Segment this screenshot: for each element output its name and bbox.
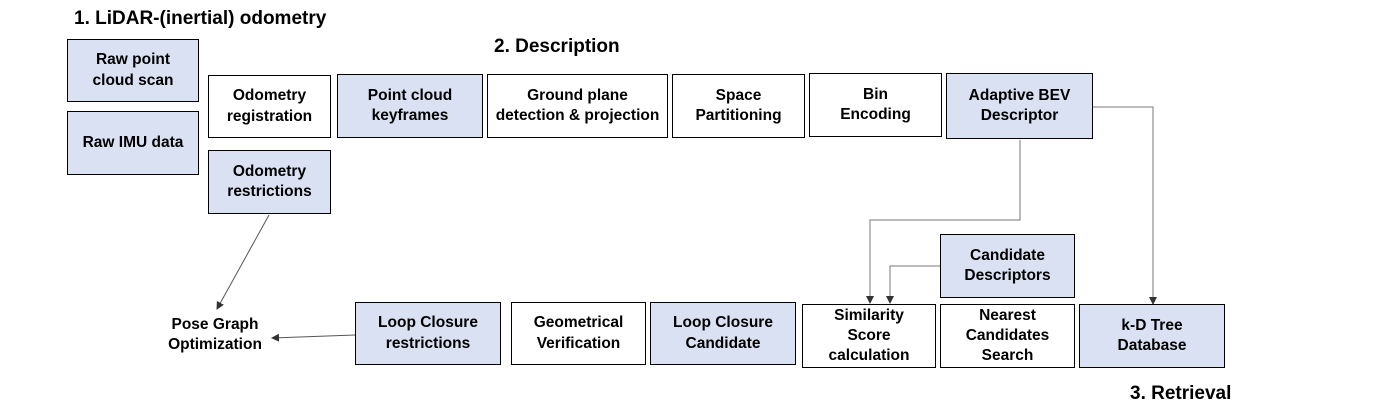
edge-candidates-to-similarity — [886, 265, 940, 304]
loop-closure-candidate-box: Loop Closure Candidate — [650, 302, 796, 365]
nearest-candidates-box: Nearest Candidates Search — [940, 304, 1075, 368]
space-partitioning-box: Space Partitioning — [672, 74, 805, 138]
odometry-registration-box: Odometry registration — [208, 75, 331, 138]
loop-closure-restrictions-box: Loop Closure restrictions — [355, 302, 501, 365]
bin-encoding-box: Bin Encoding — [809, 73, 942, 137]
odometry-restrictions-box: Odometry restrictions — [208, 150, 331, 214]
section-title-retrieval: 3. Retrieval — [1130, 383, 1232, 404]
candidate-descriptors-box: Candidate Descriptors — [940, 234, 1075, 298]
section-title-description: 2. Description — [494, 36, 620, 57]
kd-tree-database-box: k-D Tree Database — [1079, 304, 1225, 368]
edge-odometry-to-pose-graph — [216, 214, 270, 310]
edge-bev-to-kdtree — [1093, 106, 1157, 305]
raw-point-cloud-scan-box: Raw point cloud scan — [67, 39, 199, 102]
pose-graph-optimization-label: Pose Graph Optimization — [168, 316, 262, 354]
ground-plane-box: Ground plane detection & projection — [487, 74, 668, 138]
geometrical-verification-box: Geometrical Verification — [511, 302, 646, 365]
similarity-score-box: Similarity Score calculation — [802, 304, 936, 368]
section-title-odometry: 1. LiDAR-(inertial) odometry — [74, 8, 327, 29]
adaptive-bev-descriptor-box: Adaptive BEV Descriptor — [946, 73, 1093, 139]
raw-imu-data-box: Raw IMU data — [67, 111, 199, 175]
edge-bev-to-similarity — [866, 140, 1021, 304]
edge-loop-closure-to-pose-graph — [271, 333, 356, 342]
point-cloud-keyframes-box: Point cloud keyframes — [337, 74, 483, 138]
